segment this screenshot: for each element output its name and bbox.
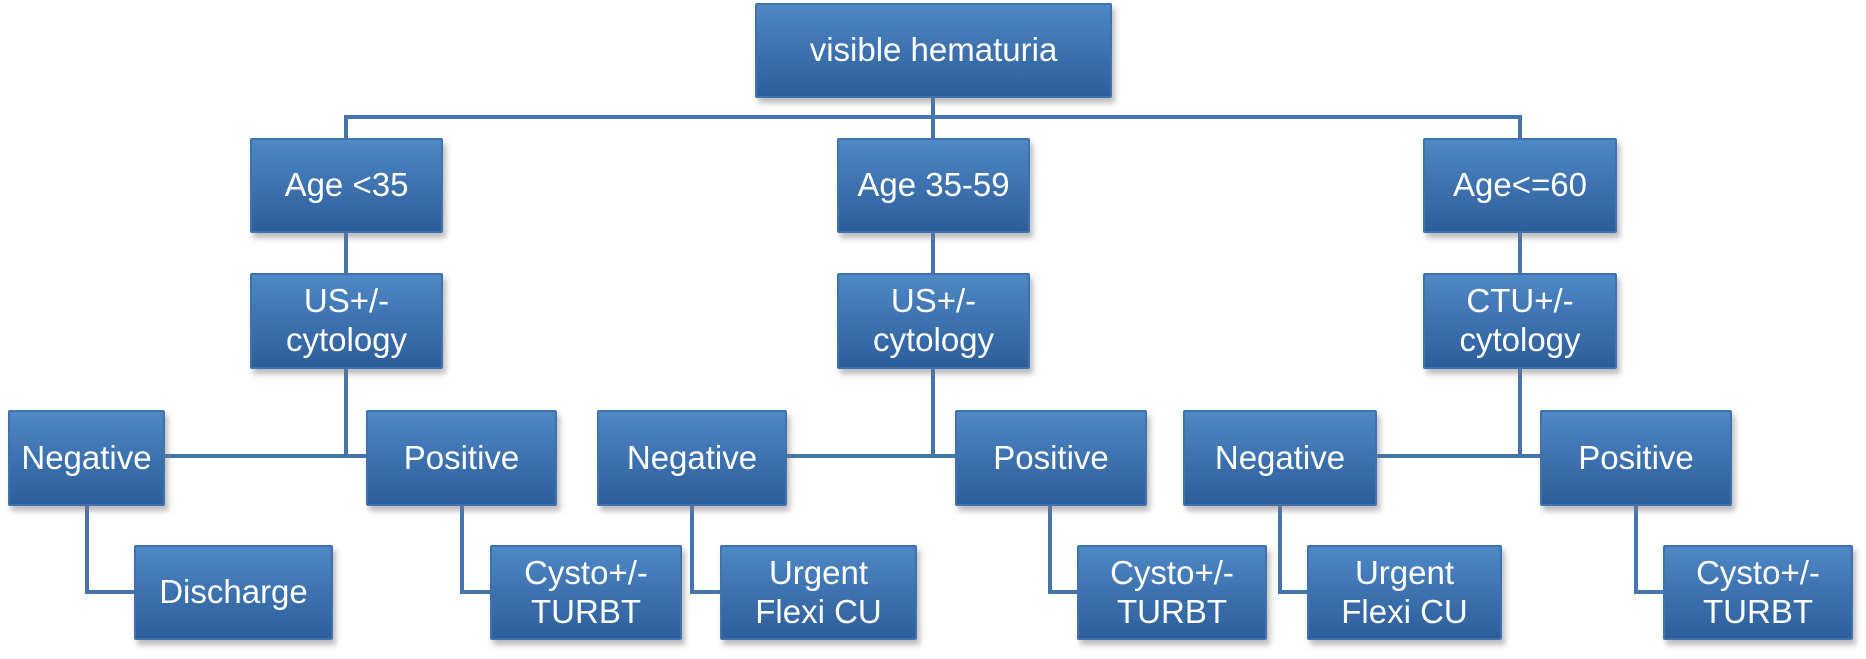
node-negative-3: Negative bbox=[1183, 410, 1377, 506]
connector-line bbox=[85, 590, 134, 594]
node-urgent-flexi-cu-2: Urgent Flexi CU bbox=[1307, 545, 1502, 640]
connector-line bbox=[1634, 590, 1663, 594]
connector-line bbox=[344, 233, 348, 273]
node-positive-2: Positive bbox=[955, 410, 1147, 506]
node-negative-1: Negative bbox=[8, 410, 165, 506]
node-us-cytology-2: US+/- cytology bbox=[837, 273, 1030, 369]
node-age-under-35: Age <35 bbox=[250, 138, 443, 233]
node-label: Age 35-59 bbox=[857, 166, 1010, 204]
connector-line bbox=[931, 115, 935, 138]
node-label: US+/- cytology bbox=[872, 282, 995, 358]
node-label: Negative bbox=[21, 438, 152, 476]
connector-line bbox=[931, 369, 935, 458]
connector-line bbox=[1518, 369, 1522, 458]
node-label: CTU+/- cytology bbox=[1459, 282, 1581, 358]
connector-line bbox=[165, 454, 366, 458]
node-visible-hematuria: visible hematuria bbox=[755, 3, 1112, 98]
node-label: Positive bbox=[993, 438, 1109, 476]
connector-line bbox=[460, 506, 464, 594]
connector-line bbox=[690, 506, 694, 594]
node-label: US+/- cytology bbox=[285, 282, 408, 358]
node-label: Age <35 bbox=[284, 166, 409, 204]
node-label: Positive bbox=[403, 438, 520, 476]
node-label: Urgent Flexi CU bbox=[755, 553, 882, 630]
connector-line bbox=[1048, 590, 1077, 594]
node-label: Negative bbox=[626, 438, 758, 476]
connector-line bbox=[1377, 454, 1540, 458]
node-ctu-cytology: CTU+/- cytology bbox=[1423, 273, 1617, 369]
node-label: Cysto+/- TURBT bbox=[1110, 553, 1234, 630]
connector-line bbox=[344, 369, 348, 458]
node-discharge: Discharge bbox=[134, 545, 333, 640]
node-label: Age<=60 bbox=[1453, 166, 1587, 204]
node-label: Negative bbox=[1214, 438, 1346, 476]
node-label: Discharge bbox=[159, 573, 308, 611]
connector-line bbox=[460, 590, 490, 594]
node-label: visible hematuria bbox=[809, 31, 1058, 69]
node-negative-2: Negative bbox=[597, 410, 787, 506]
node-urgent-flexi-cu-1: Urgent Flexi CU bbox=[720, 545, 917, 640]
node-label: Positive bbox=[1578, 438, 1694, 476]
node-cysto-turbt-2: Cysto+/- TURBT bbox=[1077, 545, 1267, 640]
node-cysto-turbt-3: Cysto+/- TURBT bbox=[1663, 545, 1853, 640]
node-positive-3: Positive bbox=[1540, 410, 1732, 506]
node-us-cytology-1: US+/- cytology bbox=[250, 273, 443, 369]
connector-line bbox=[690, 590, 720, 594]
connector-line bbox=[1634, 506, 1638, 594]
connector-line bbox=[931, 233, 935, 273]
node-label: Urgent Flexi CU bbox=[1341, 553, 1468, 630]
connector-line bbox=[1518, 233, 1522, 273]
connector-line bbox=[931, 98, 935, 119]
connector-line bbox=[85, 506, 89, 594]
connector-line bbox=[1518, 115, 1522, 138]
node-age-35-59: Age 35-59 bbox=[837, 138, 1030, 233]
node-positive-1: Positive bbox=[366, 410, 557, 506]
connector-line bbox=[787, 454, 955, 458]
connector-line bbox=[1048, 506, 1052, 594]
connector-line bbox=[1278, 590, 1307, 594]
connector-line bbox=[1278, 506, 1282, 594]
node-age-60-plus: Age<=60 bbox=[1423, 138, 1617, 233]
node-cysto-turbt-1: Cysto+/- TURBT bbox=[490, 545, 682, 640]
connector-line bbox=[344, 115, 348, 138]
node-label: Cysto+/- TURBT bbox=[524, 553, 648, 630]
node-label: Cysto+/- TURBT bbox=[1696, 553, 1820, 630]
